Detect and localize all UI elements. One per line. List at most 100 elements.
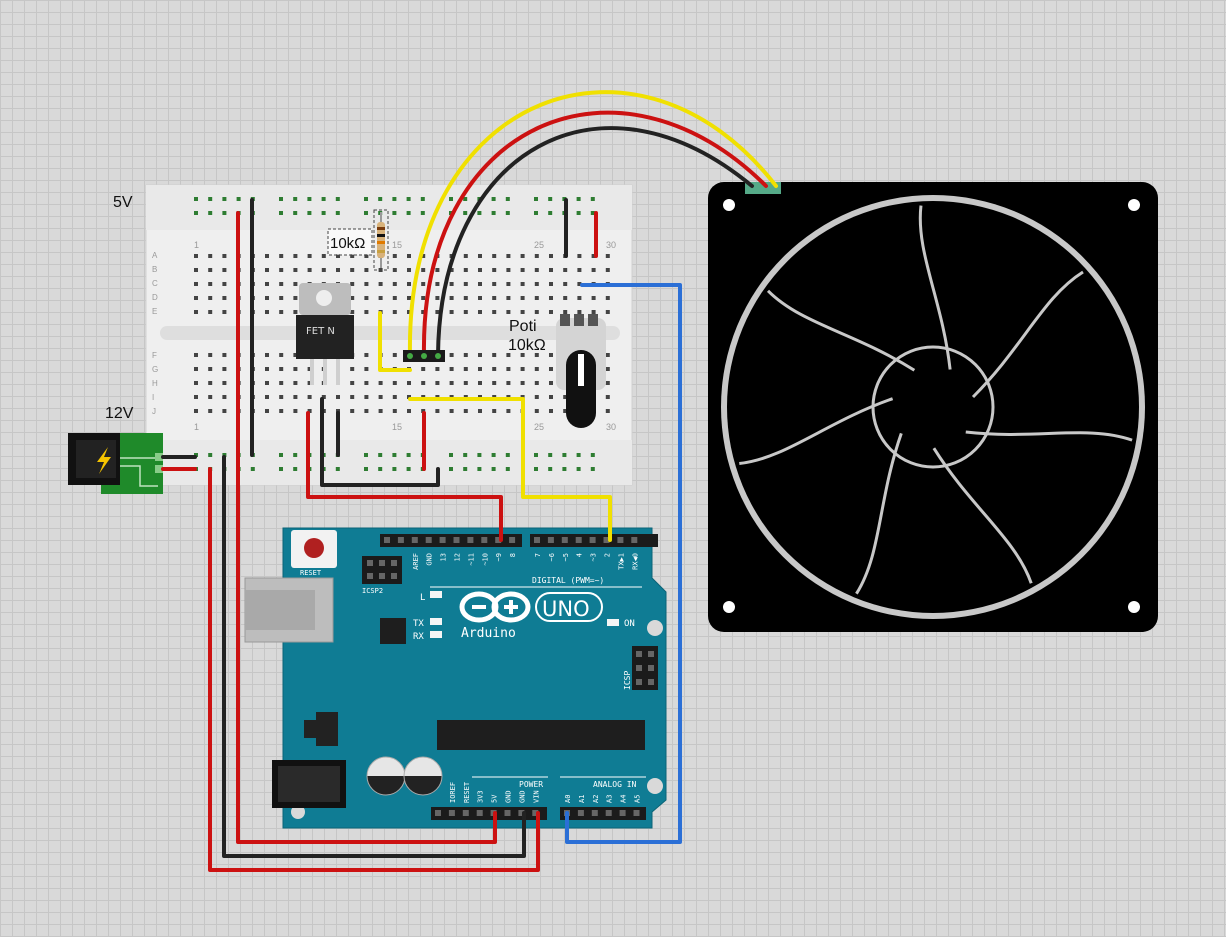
led-l [430,591,442,598]
row-label-e: E [152,307,157,316]
wire-red-5v [236,211,497,844]
power-pin-label: RESET [463,781,471,803]
power-pin-label: GND [518,790,526,803]
row-label-f: F [152,351,157,360]
wire-black-source [320,397,440,487]
row-label-g: G [152,365,158,374]
col-label-30-bottom: 30 [606,422,616,432]
col-label-30: 30 [606,240,616,250]
power-pin-label: VIN [532,790,540,803]
led-l-label: L [420,593,425,603]
capacitor [403,756,443,796]
icsp-header [632,646,658,690]
digital-pin-label: RX◀0 [631,553,639,570]
fan-screw-hole [1128,601,1140,613]
analog-pin-label: A5 [634,795,642,803]
col-label-25: 25 [534,240,544,250]
row-label-c: C [152,279,158,288]
row-label-b: B [152,265,157,274]
analog-pin-label: A4 [620,795,628,803]
arduino-uno-board: RESET ICSP2 L TX RX ON UNO Arduino ICSP [244,527,667,829]
digital-pin-label: ~11 [467,553,475,566]
row-label-a: A [152,251,158,260]
digital-pin-label: AREF [412,553,420,570]
digital-pin-label: GND [426,553,434,566]
digital-pin-label: ~5 [562,553,570,561]
resistor-10k: 10kΩ [327,209,389,271]
header-pins [384,537,640,816]
digital-pin-label: 2 [604,553,612,557]
led-rx-label: RX [413,632,424,642]
power-pin-label: IOREF [449,782,457,803]
poti-value-label: 10kΩ [508,337,546,354]
wire-red-fan [421,110,768,357]
analog-pin-label: A2 [592,795,600,803]
col-label-15-bottom: 15 [392,422,402,432]
capacitor [366,756,406,796]
col-label-1-bottom: 1 [194,422,199,432]
reset-label: RESET [300,569,322,577]
poti-label: Poti [509,318,537,335]
breadboard-row-labels: A B C D E F G H I J [152,251,158,416]
led-rx [430,631,442,638]
wire-black-fan [436,126,754,357]
reset-button-cap[interactable] [304,538,324,558]
lightning-bolt-icon [97,447,111,474]
power-pin-label: GND [505,790,513,803]
power-header-label: POWER [519,780,543,789]
analog-header-label: ANALOG IN [593,780,637,789]
potentiometer-knob[interactable] [566,350,596,428]
fan-connector [745,182,781,194]
analog-header [560,807,646,820]
wire-yellow-pin2 [408,397,612,542]
label-5v: 5V [113,194,133,211]
wire-red-vin [208,467,540,872]
power-pin-label: 3V3 [477,790,485,803]
digital-pin-label: TX▶1 [617,553,625,570]
potentiometer[interactable]: Poti 10kΩ [508,314,606,428]
voltage-regulator [316,712,338,746]
icsp2-label: ICSP2 [362,587,383,595]
breadboard-column-labels: 1 15 25 30 1 15 25 30 [194,240,616,432]
wires [161,90,778,872]
col-label-15: 15 [392,240,402,250]
label-12v: 12V [105,405,134,422]
digital-pin-label: 13 [440,553,448,561]
fan-screw-hole [1128,199,1140,211]
led-on-label: ON [624,619,635,629]
digital-pin-label: 4 [576,553,584,557]
led-on [607,619,619,626]
led-tx [430,618,442,625]
digital-pin-label: ~6 [548,553,556,561]
digital-pin-label: 7 [534,553,542,557]
power-header [431,807,547,820]
row-label-h: H [152,379,158,388]
wire-yellow-fan [407,90,778,357]
wire-yellow-gate [378,311,412,372]
fan [708,182,1158,632]
col-label-25-bottom: 25 [534,422,544,432]
mosfet-label: FET N [306,326,335,337]
row-label-d: D [152,293,158,302]
resistor-label: 10kΩ [330,235,365,252]
digital-pin-label: ~10 [481,553,489,566]
analog-pin-label: A3 [606,795,614,803]
uno-label: UNO [542,597,590,621]
led-tx-label: TX [413,619,424,629]
digital-pin-label: ~9 [495,553,503,561]
fan-screw-hole [723,199,735,211]
dc-power-jack [68,433,163,494]
arduino-brand-label: Arduino [461,626,516,641]
wire-blue-a0 [565,283,682,844]
col-label-1: 1 [194,240,199,250]
mosfet: FET N [296,283,354,385]
usb-controller-chip [380,618,406,644]
digital-pin-label: ~3 [590,553,598,561]
wire-red-pin9 [306,411,503,542]
analog-pin-label: A1 [578,795,586,803]
icsp-label: ICSP [623,671,632,690]
